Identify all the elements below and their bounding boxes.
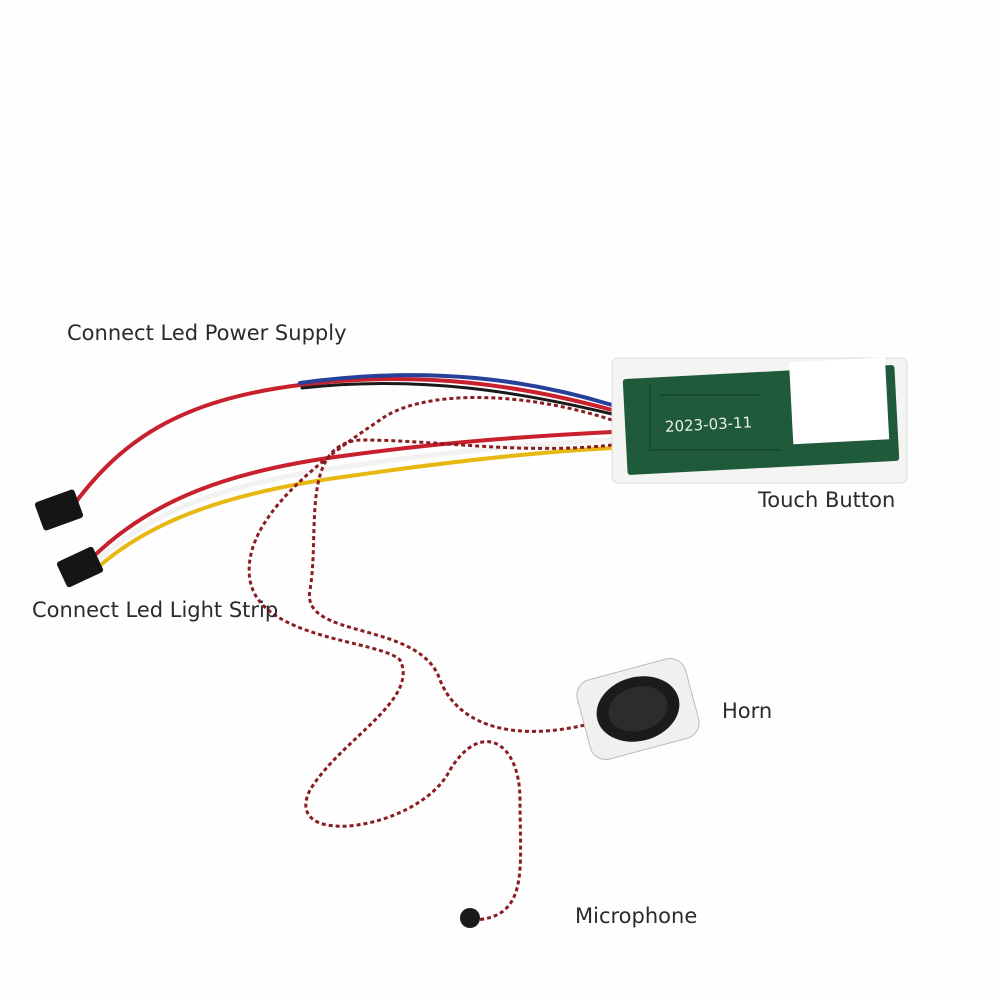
label-touch-button: Touch Button: [758, 488, 896, 512]
horn-cable: [308, 438, 613, 733]
label-light-strip: Connect Led Light Strip: [32, 598, 279, 622]
pcb-date: 2023-03-11: [665, 413, 753, 436]
power-connector: [34, 489, 84, 531]
touch-button-module: 2023-03-11: [611, 357, 908, 484]
power-supply-cable: [68, 373, 614, 512]
microphone-capsule: [460, 908, 480, 928]
light-strip-connector: [56, 546, 104, 588]
label-horn: Horn: [722, 699, 773, 723]
microphone-cable: [247, 396, 613, 922]
light-strip-cable: [88, 430, 615, 572]
horn-speaker: [576, 657, 700, 761]
label-microphone: Microphone: [575, 904, 698, 928]
label-power-supply: Connect Led Power Supply: [67, 321, 347, 345]
